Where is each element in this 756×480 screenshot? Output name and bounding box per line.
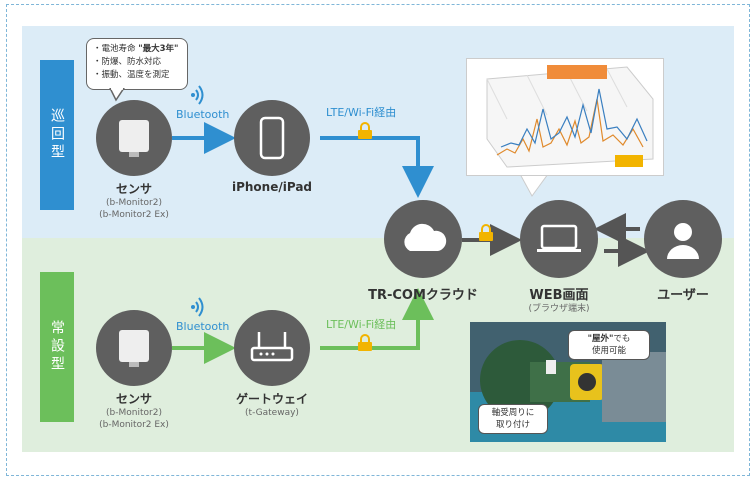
battery-life-value: "最大3年" [138,44,179,54]
sensor-top-icon [96,100,172,176]
sensor-bottom-caption: センサ (b-Monitor2) (b-Monitor2 Ex) [76,390,192,431]
outer-dashed-frame [6,4,750,476]
lock-top-icon [358,122,372,139]
gateway-sub-label: (t-Gateway) [245,408,299,418]
gateway-caption: ゲートウェイ (t-Gateway) [222,390,322,419]
sensor-top-model2: (b-Monitor2 Ex) [99,210,169,220]
explosion-proof-label: ・防爆、防水対応 [93,57,162,67]
arrow-phone-to-cloud [320,136,434,198]
vibration-chart-thumbnail [466,58,664,176]
phone-icon [234,100,310,176]
bluetooth-top-label: Bluetooth [176,108,230,121]
web-caption: WEB画面 (ブラウザ端末) [500,284,618,315]
permanent-type-label: 常設型 [40,272,74,422]
web-sub-label: (ブラウザ端末) [528,304,590,314]
sensor-top-caption: センサ (b-Monitor2) (b-Monitor2 Ex) [76,180,192,221]
lte-bottom-label: LTE/Wi-Fi経由 [326,318,397,331]
lock-center-icon [479,224,493,241]
mount-line2: 取り付け [495,420,530,430]
phone-label: iPhone/iPad [231,180,313,194]
wireless-signal-icon [191,85,204,105]
outdoor-use-callout: "屋外"でも 使用可能 [568,330,650,360]
mount-line1: 軸受周りに [491,408,535,418]
bubble-tail [109,88,125,102]
gateway-label: ゲートウェイ [235,392,308,406]
battery-life-label: ・電池寿命 [93,44,139,54]
measure-label: ・振動、温度を測定 [93,70,170,80]
outdoor-bold: "屋外" [587,334,614,344]
sensor-bottom-name: センサ [115,392,152,406]
user-label: ユーザー [657,288,709,303]
sensor-top-name: センサ [115,182,152,196]
sensor-top-model1: (b-Monitor2) [106,198,162,208]
outdoor-rest: でも [613,334,631,344]
arrow-gateway-to-cloud [320,288,434,350]
wireless-signal-bottom-icon [191,297,204,317]
bearing-mount-callout: 軸受周りに 取り付け [478,404,548,434]
web-label: WEB画面 [529,288,589,303]
chart-callout-pointer [519,173,549,197]
sensor-bottom-icon [96,310,172,386]
sensor-bottom-model2: (b-Monitor2 Ex) [99,420,169,430]
patrol-type-label: 巡回型 [40,60,74,210]
laptop-icon [520,200,598,278]
cloud-icon [384,200,462,278]
sensor-bottom-model1: (b-Monitor2) [106,408,162,418]
lock-bottom-icon [358,334,372,351]
lte-top-label: LTE/Wi-Fi経由 [326,106,397,119]
cloud-label: TR-COMクラウド [368,288,478,303]
bluetooth-bottom-label: Bluetooth [176,320,230,333]
outdoor-line2: 使用可能 [591,346,626,356]
router-icon [234,310,310,386]
sensor-features-bubble: ・電池寿命 "最大3年" ・防爆、防水対応 ・振動、温度を測定 [86,38,188,90]
user-icon [644,200,722,278]
